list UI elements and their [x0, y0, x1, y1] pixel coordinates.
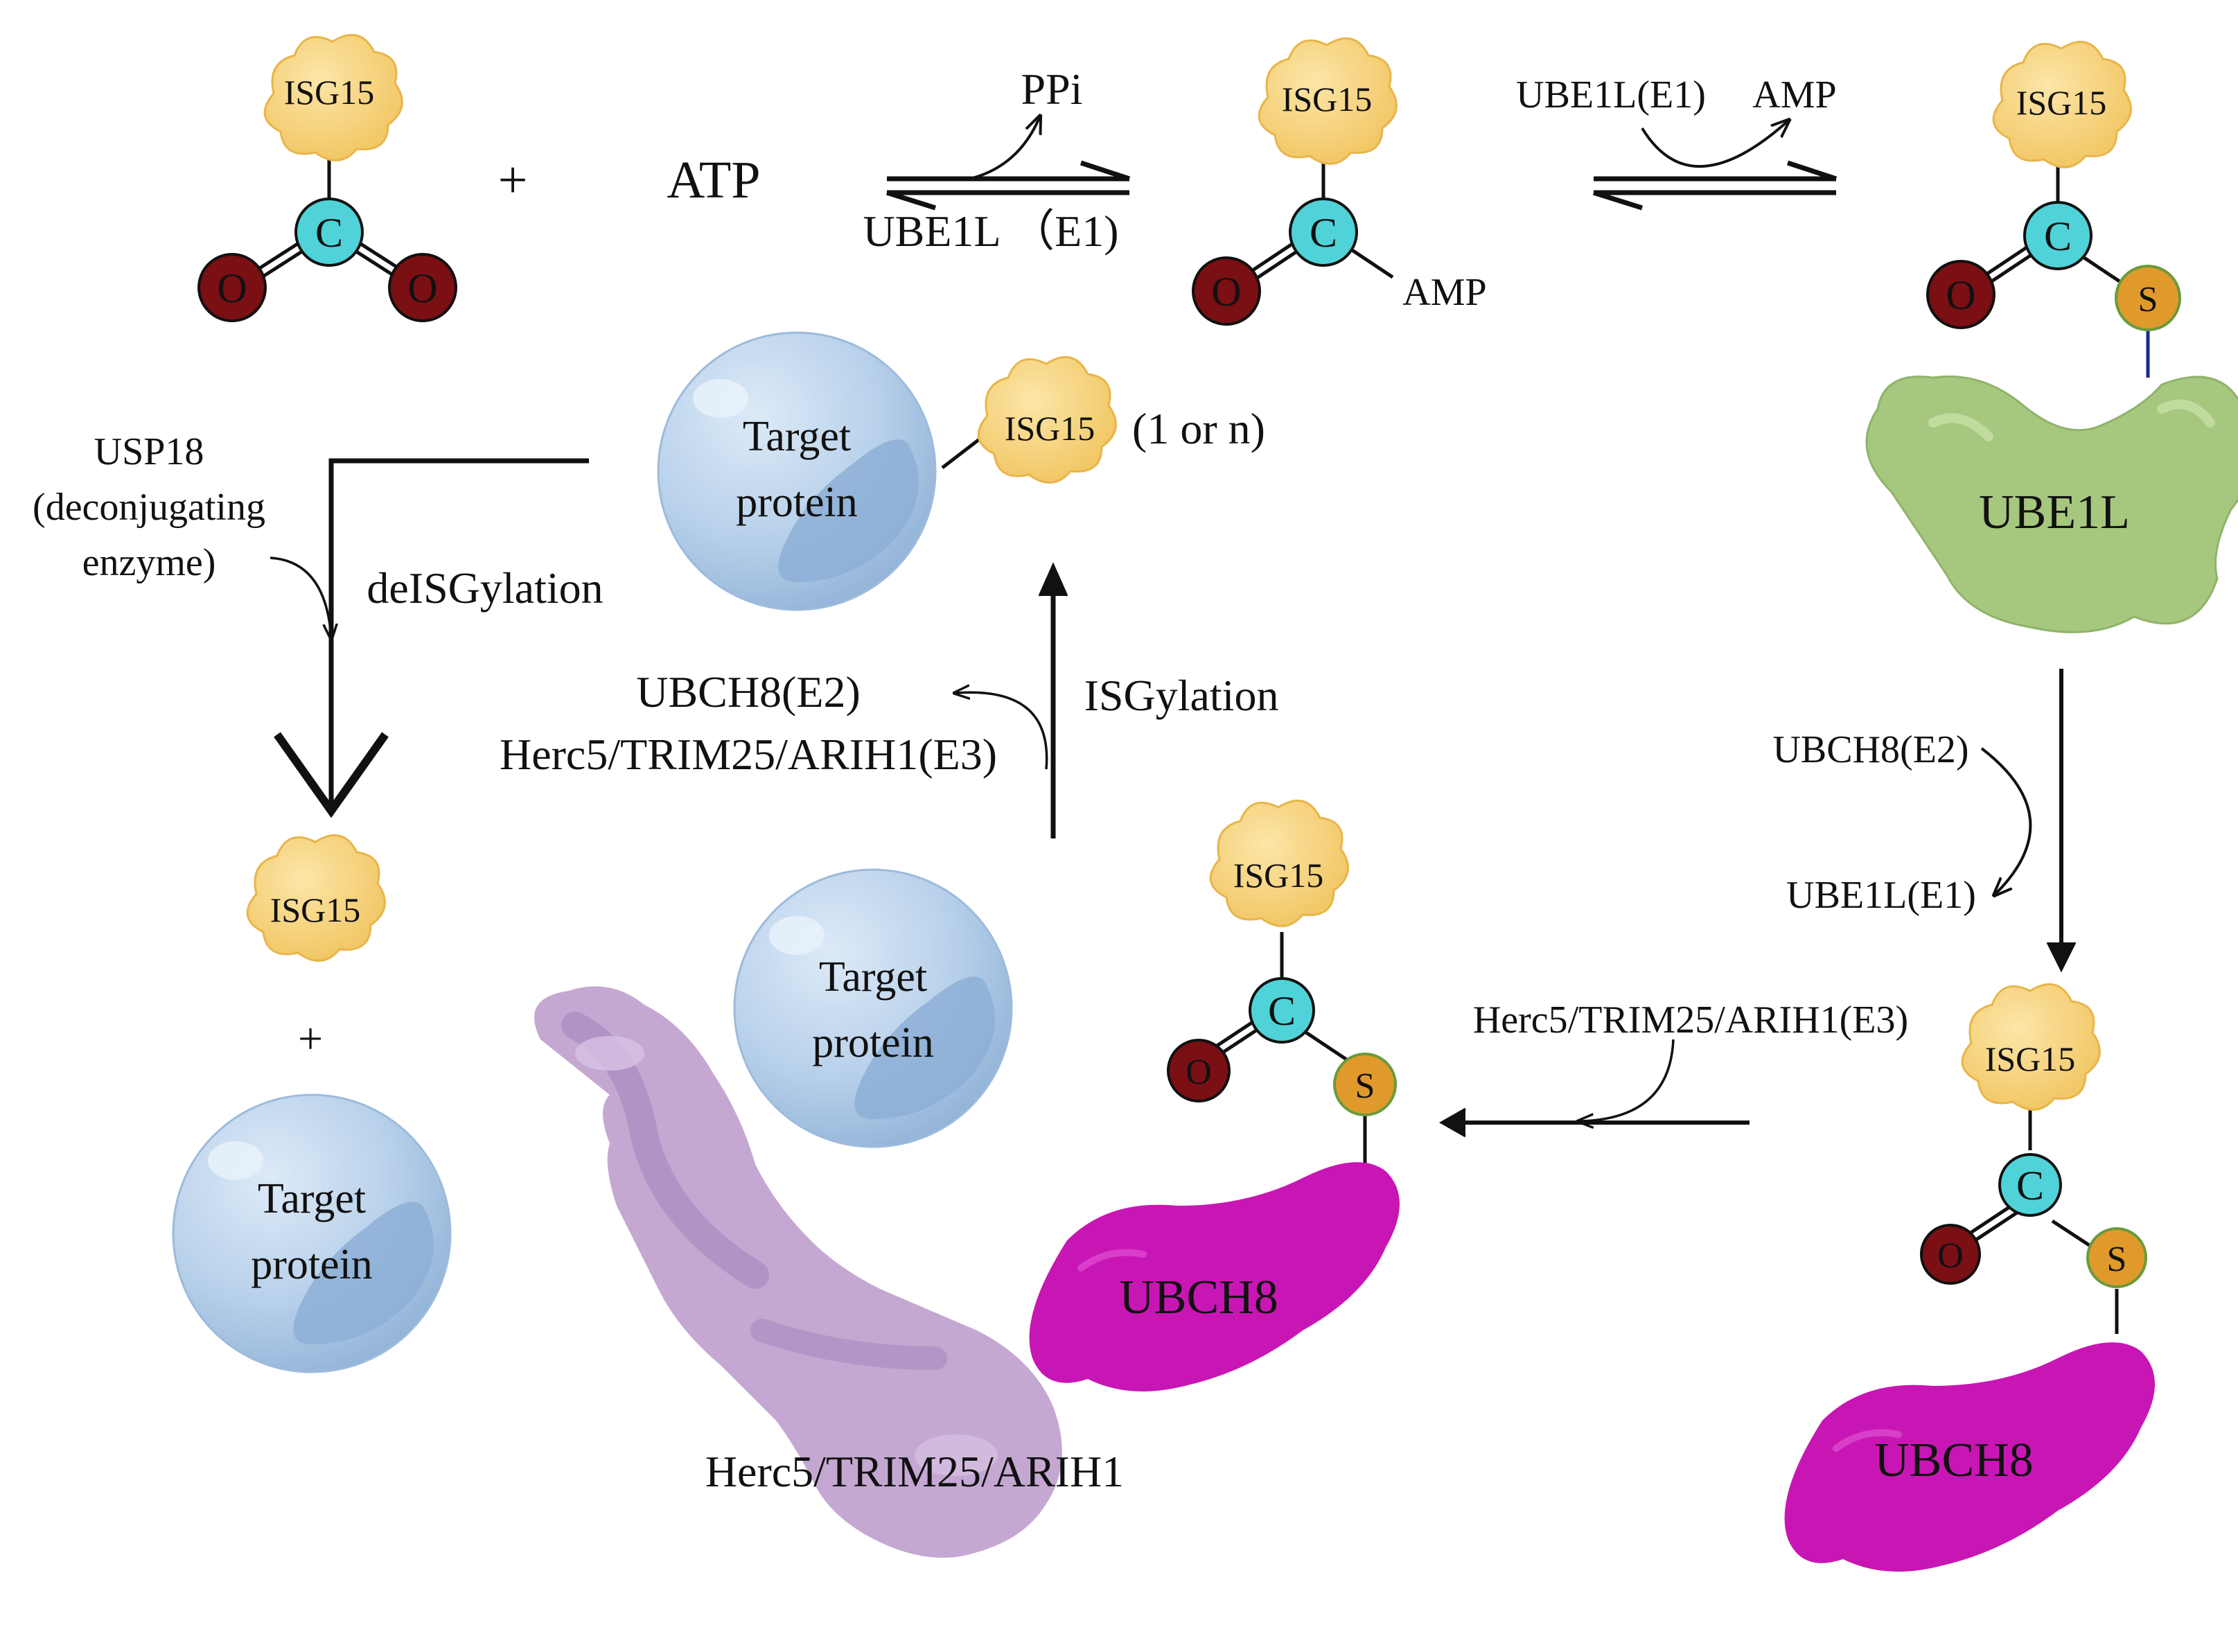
carbon-label: C: [315, 210, 343, 256]
usp18-label: USP18: [94, 430, 204, 473]
sulfur-atom: S: [2115, 265, 2181, 331]
sulfur-label: S: [2107, 1240, 2127, 1279]
conjugated-target-protein: Target protein ISG15 (1 or n): [657, 331, 1265, 611]
e3-ligase-complex: Target protein Herc5/TRIM25/ARIH1: [534, 868, 1124, 1558]
target-protein-label-line2: protein: [736, 479, 858, 526]
ubch8-enzyme: UBCH8: [1784, 1342, 2155, 1572]
sulfur-label: S: [1355, 1066, 1375, 1106]
isg15-amp-molecule: ISG15 C O AMP: [1192, 37, 1487, 326]
sulfur-atom: S: [2086, 1227, 2147, 1288]
target-protein-sphere: Target protein: [733, 868, 1013, 1148]
ube1l-enzyme: UBE1L: [1865, 375, 2238, 633]
isg15-carboxyl-molecule: ISG15 C O O: [197, 33, 457, 322]
target-protein-label-line2: protein: [812, 1019, 934, 1066]
carbon-label: C: [2044, 213, 2072, 259]
isg15-label: ISG15: [1233, 856, 1324, 895]
isg15-label: ISG15: [270, 890, 361, 929]
isg15-label: ISG15: [1005, 409, 1095, 448]
isgylation-arrow: [956, 562, 1068, 838]
oxygen-label: O: [1211, 269, 1241, 315]
free-isg15: ISG15: [246, 834, 386, 962]
isgylation-label: ISGylation: [1084, 671, 1279, 720]
isg15-ube1l-thioester: UBE1L ISG15 C O S: [1865, 40, 2238, 633]
ube1l-e1-label: UBE1L （E1): [863, 206, 1118, 256]
carbon-label: C: [1268, 988, 1296, 1034]
ubch8-label: UBCH8: [1874, 1434, 2033, 1487]
oxygen-atom: O: [1920, 1224, 1981, 1285]
isg15-ubch8-thioester-middle: UBCH8 ISG15 C O S: [1029, 799, 1400, 1391]
plus-sign: +: [498, 151, 528, 209]
e3-ligase-label: Herc5/TRIM25/ARIH1(E3): [500, 730, 997, 779]
oxygen-label: O: [217, 265, 247, 311]
e3-complex-label: Herc5/TRIM25/ARIH1: [705, 1447, 1124, 1496]
oxygen-label: O: [407, 265, 437, 311]
isg15-label: ISG15: [1282, 80, 1373, 118]
carbon-atom: C: [1998, 1153, 2062, 1217]
ubch8-enzyme: UBCH8: [1029, 1162, 1400, 1391]
e2-transfer-arrow: [1980, 669, 2077, 973]
oxygen-atom: O: [1926, 260, 1995, 329]
plus-sign: +: [298, 1014, 323, 1063]
usp18-label-line3: enzyme): [82, 541, 216, 584]
sulfur-label: S: [2138, 280, 2158, 319]
isg15-label: ISG15: [2016, 83, 2107, 122]
ube1l-label: UBE1L: [1979, 486, 2130, 539]
usp18-label-line2: (deconjugating: [33, 486, 265, 529]
isg15-ubch8-thioester-right: UBCH8 ISG15 C O S: [1784, 983, 2155, 1572]
amp-label: AMP: [1752, 73, 1836, 116]
oxygen-label: O: [1937, 1236, 1964, 1276]
isg15-label: ISG15: [1985, 1039, 2076, 1078]
e3-transfer-arrow: [1438, 1039, 1750, 1138]
carbon-label: C: [2016, 1163, 2044, 1209]
isg15-blob: ISG15: [1209, 799, 1349, 927]
one-or-n-label: (1 or n): [1132, 404, 1265, 453]
sulfur-atom: S: [1333, 1053, 1397, 1116]
equilibrium-arrow-atp: [885, 118, 1131, 211]
ubch8-label: UBCH8: [1119, 1271, 1278, 1324]
amp-label: AMP: [1402, 271, 1486, 314]
ubch8-e2-label: UBCH8(E2): [636, 667, 861, 717]
target-protein-label-line1: Target: [819, 954, 927, 1001]
isg15-blob: ISG15: [263, 33, 403, 161]
oxygen-label: O: [1186, 1053, 1212, 1092]
target-protein-label-line2: protein: [251, 1241, 373, 1288]
oxygen-atom: O: [1192, 256, 1261, 326]
isg15-blob: ISG15: [977, 355, 1117, 484]
carbon-atom: C: [2023, 201, 2092, 270]
oxygen-atom: O: [388, 253, 457, 322]
oxygen-atom: O: [1167, 1039, 1231, 1102]
carbon-atom: C: [1249, 977, 1315, 1044]
e3-ligase-label: Herc5/TRIM25/ARIH1(E3): [1473, 999, 1908, 1042]
isg15-blob: ISG15: [1992, 40, 2132, 168]
carbon-atom: C: [294, 197, 364, 267]
oxygen-label: O: [1946, 272, 1975, 318]
deisgylation-label: deISGylation: [367, 563, 603, 613]
carbon-atom: C: [1289, 197, 1358, 267]
ubch8-e2-label: UBCH8(E2): [1772, 728, 1968, 771]
oxygen-atom: O: [197, 253, 267, 322]
ppi-label: PPi: [1021, 64, 1083, 114]
target-protein-sphere: Target protein: [657, 331, 937, 611]
target-protein-label-line1: Target: [258, 1175, 366, 1222]
equilibrium-arrow-amp: [1592, 121, 1838, 211]
carbon-label: C: [1310, 210, 1337, 256]
ube1l-e1-label: UBE1L(E1): [1516, 73, 1706, 116]
atp-label: ATP: [667, 151, 760, 209]
isg15-blob: ISG15: [1258, 37, 1398, 165]
ube1l-e1-label: UBE1L(E1): [1786, 874, 1976, 917]
isg15-label: ISG15: [284, 73, 375, 112]
free-target-protein: Target protein: [172, 1093, 452, 1373]
isg15-blob: ISG15: [1961, 983, 2101, 1111]
target-protein-label-line1: Target: [743, 413, 851, 460]
deisgylation-arrow: [270, 458, 589, 818]
